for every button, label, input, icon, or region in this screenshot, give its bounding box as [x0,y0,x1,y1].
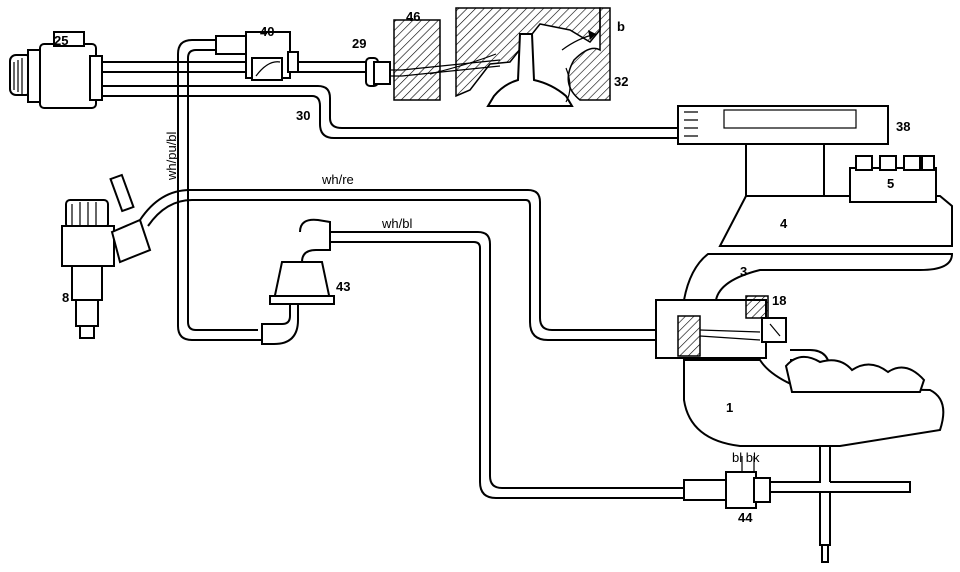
part-5 [849,155,937,203]
part-32 [486,30,597,107]
label-1: 1 [726,400,733,415]
label-30: 30 [296,108,310,123]
part-3 [682,253,954,301]
part-43 [261,218,335,345]
part-44 [683,456,771,509]
part-46 [393,7,611,101]
label-40: 40 [260,24,274,39]
label-46: 46 [406,9,420,24]
label-18: 18 [772,293,786,308]
part-29 [365,57,402,87]
label-44: 44 [738,510,753,525]
part-38 [677,105,889,145]
part-25 [9,31,103,109]
label-38: 38 [896,119,910,134]
hose-label-wh-re: wh/re [321,172,354,187]
label-29: 29 [352,36,366,51]
hose-label-wh-bl: wh/bl [381,216,412,231]
part-1 [683,355,945,447]
part-8 [61,173,152,339]
label-43: 43 [336,279,350,294]
label-5: 5 [887,176,894,191]
label-8: 8 [62,290,69,305]
label-25: 25 [54,33,68,48]
hose-wh-re [139,189,678,341]
part-40 [215,31,299,81]
label-32: 32 [614,74,628,89]
label-b: b [617,19,625,34]
label-3: 3 [740,264,747,279]
hose-30 [100,85,680,139]
hose-label-wh-pu-bl: wh/pu/bl [164,131,179,181]
hose-label-bl-bk: bl bk [732,450,760,465]
hose-25-to-29 [100,61,372,73]
hose-wh-bl [330,231,684,499]
part-4 [718,143,953,247]
label-4: 4 [780,216,788,231]
part-18 [655,295,787,359]
